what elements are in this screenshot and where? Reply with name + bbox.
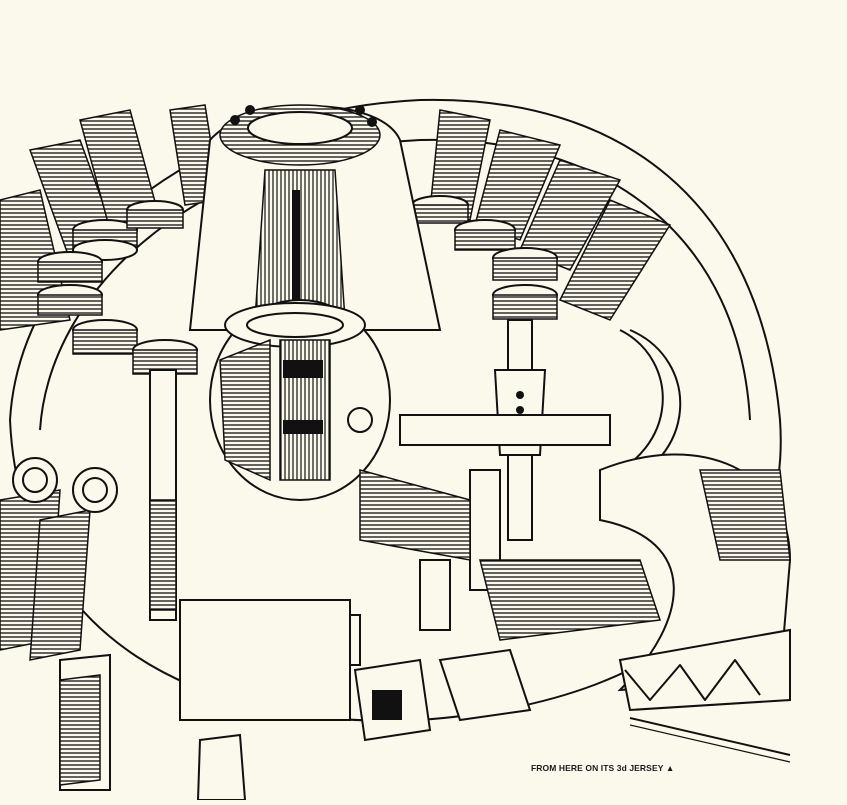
- ramp-trusses: [599, 453, 792, 763]
- sphere-core: [209, 299, 391, 501]
- central-tower: [188, 104, 442, 331]
- radial-fins: [0, 104, 672, 661]
- lower-blocks: [59, 469, 662, 801]
- left-portholes: [12, 457, 118, 513]
- triangle-marker-icon: ▲: [665, 763, 675, 773]
- right-pylon: [399, 329, 682, 491]
- caption: FROM HERE ON ITS 3d JERSEY ▲: [531, 763, 674, 773]
- disc-platforms: [37, 195, 558, 375]
- caption-text: FROM HERE ON ITS 3d JERSEY: [531, 763, 664, 773]
